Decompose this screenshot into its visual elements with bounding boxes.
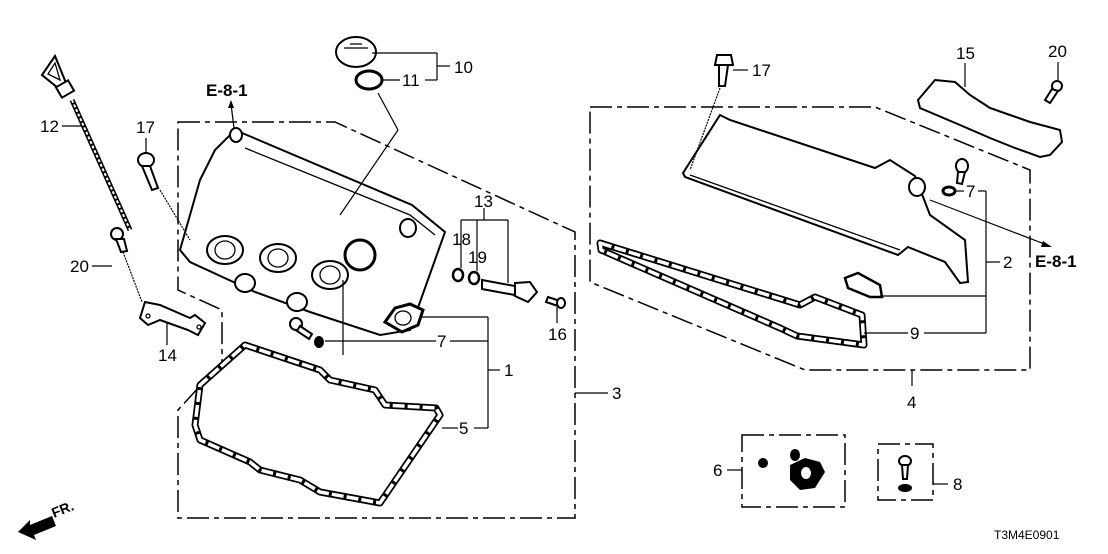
leader-lines (62, 52, 1059, 485)
callout-10[interactable]: 10 (454, 58, 473, 77)
breather-part-13 (481, 278, 539, 304)
washer-7-front (314, 336, 324, 348)
callout-16[interactable]: 16 (548, 325, 567, 344)
callout-12[interactable]: 12 (40, 117, 59, 136)
bolt-16 (544, 295, 566, 309)
dipstick-part (40, 53, 133, 232)
oil-filler-cap (335, 36, 377, 68)
callout-11[interactable]: 11 (402, 71, 420, 90)
o-ring-18 (451, 267, 465, 283)
callout-17-left[interactable]: 17 (136, 118, 155, 137)
reference-e-8-1-right[interactable]: E-8-1 (1035, 252, 1077, 271)
callout-7-front[interactable]: 7 (437, 332, 446, 351)
cover-part-15 (916, 78, 1064, 159)
callout-20-right[interactable]: 20 (1048, 42, 1067, 61)
callout-19[interactable]: 19 (468, 248, 487, 267)
callout-8[interactable]: 8 (953, 475, 962, 494)
kit-box-8 (877, 443, 934, 501)
spark-plug-tube-seal-rear (843, 271, 884, 299)
callout-4[interactable]: 4 (907, 393, 916, 412)
cover-bolt-front (289, 317, 314, 341)
seal-kit-6-contents (758, 449, 825, 490)
callout-1[interactable]: 1 (504, 361, 513, 380)
callout-14[interactable]: 14 (158, 346, 177, 365)
bolt-20-right (1043, 80, 1063, 105)
front-valve-cover (178, 127, 447, 337)
rear-gasket (596, 239, 868, 349)
bolt-kit-8-contents (898, 455, 912, 492)
cover-bolt-rear (955, 158, 969, 186)
bolt-20-left (110, 227, 129, 254)
callout-5[interactable]: 5 (459, 419, 468, 438)
drawing-code: T3M4E0901 (994, 528, 1060, 542)
rear-valve-cover (681, 113, 970, 285)
reference-e-8-1-left[interactable]: E-8-1 (206, 81, 248, 100)
filler-cap-seal (354, 69, 384, 91)
assembly-boundary-front-cover (177, 121, 576, 519)
bolt-17-left (137, 152, 160, 192)
callout-6[interactable]: 6 (713, 461, 722, 480)
callout-20-left[interactable]: 20 (70, 257, 89, 276)
front-gasket (191, 341, 444, 507)
front-direction-arrow-icon (18, 516, 56, 540)
callout-17-right[interactable]: 17 (752, 61, 771, 80)
callout-2[interactable]: 2 (1003, 253, 1012, 272)
callout-18[interactable]: 18 (452, 230, 471, 249)
kit-box-6 (741, 434, 846, 508)
callout-15[interactable]: 15 (956, 44, 975, 63)
callout-3[interactable]: 3 (612, 384, 621, 403)
callout-9[interactable]: 9 (910, 324, 919, 343)
callout-7-rear[interactable]: 7 (966, 182, 975, 201)
front-direction-label: FR. (49, 497, 76, 520)
washer-7-rear (941, 185, 957, 197)
bracket-14 (138, 300, 207, 337)
spark-plug-tube-seal-front (382, 302, 425, 334)
callout-13[interactable]: 13 (474, 192, 493, 211)
bolt-17-right (713, 54, 735, 87)
o-ring-19 (467, 270, 481, 286)
